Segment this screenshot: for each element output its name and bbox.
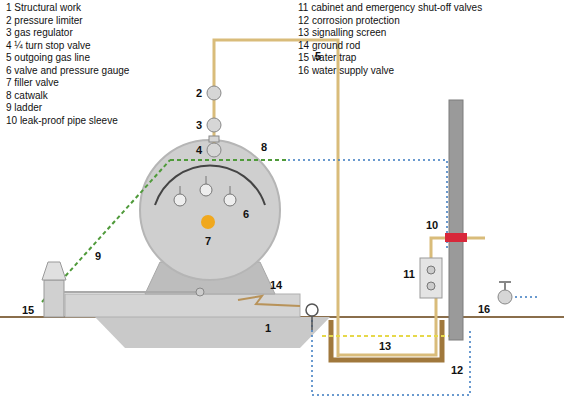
tank-fittings xyxy=(174,176,236,206)
regulator-components xyxy=(207,86,221,157)
ground-rod-wire xyxy=(238,296,300,306)
callout-number: 3 xyxy=(196,119,202,132)
safety-boundary-lower xyxy=(312,320,470,395)
callout-number: 8 xyxy=(261,141,267,154)
callout-number: 12 xyxy=(451,364,463,377)
key-entry: 5 outgoing gas line xyxy=(6,52,90,64)
water-line xyxy=(515,296,540,298)
pipe-sleeve xyxy=(445,233,467,242)
callout-number: 7 xyxy=(205,235,211,248)
safety-boundary xyxy=(288,160,447,250)
water-trap-top xyxy=(42,262,66,280)
shutoff-valve xyxy=(427,266,435,274)
callout-number: 4 xyxy=(196,144,202,157)
key-entry: 10 leak-proof pipe sleeve xyxy=(6,115,118,127)
callout-number: 14 xyxy=(270,279,282,292)
catwalk xyxy=(170,159,288,161)
key-entry: 13 signalling screen xyxy=(298,27,386,39)
key-entry: 14 ground rod xyxy=(298,40,360,52)
gas-line-buried xyxy=(338,298,436,355)
key-entry: 2 pressure limiter xyxy=(6,15,83,27)
valve-cabinet xyxy=(420,258,442,298)
key-entry: 1 Structural work xyxy=(6,2,81,14)
gas-line xyxy=(214,40,338,357)
callout-number: 5 xyxy=(315,50,321,63)
foundation-footing xyxy=(95,317,330,348)
key-entry: 11 cabinet and emergency shut-off valves xyxy=(298,2,482,14)
shutoff-valve xyxy=(427,282,435,290)
callout-number: 10 xyxy=(426,219,438,232)
ground-rod xyxy=(306,304,318,316)
callout-number: 1 xyxy=(265,322,271,335)
key-entry: 6 valve and pressure gauge xyxy=(6,65,129,77)
key-entry: 9 ladder xyxy=(6,102,42,114)
callout-number: 6 xyxy=(243,208,249,221)
ground-rod-stake xyxy=(311,316,313,330)
structural-slab xyxy=(65,294,300,317)
callout-number: 9 xyxy=(95,250,101,263)
key-entry: 15 water trap xyxy=(298,52,356,64)
callout-number: 11 xyxy=(403,268,415,281)
callout-number: 2 xyxy=(196,87,202,100)
key-entry: 7 filler valve xyxy=(6,77,59,89)
callout-number: 16 xyxy=(478,303,490,316)
drain-pipe xyxy=(64,291,200,293)
building-wall xyxy=(449,100,463,340)
key-entry: 16 water supply valve xyxy=(298,65,394,77)
tank-arc xyxy=(155,165,265,205)
gas-tank xyxy=(140,140,280,280)
drain-valve xyxy=(196,288,204,296)
filler-valve xyxy=(201,215,215,229)
key-entry: 12 corrosion protection xyxy=(298,15,400,27)
key-entry: 4 ¼ turn stop valve xyxy=(6,40,91,52)
key-entry: 8 catwalk xyxy=(6,90,48,102)
callout-number: 13 xyxy=(379,340,391,353)
callout-number: 15 xyxy=(22,304,34,317)
water-trap xyxy=(44,280,64,317)
water-supply-valve xyxy=(498,282,512,304)
signalling-screen xyxy=(322,335,450,337)
key-entry: 3 gas regulator xyxy=(6,27,73,39)
